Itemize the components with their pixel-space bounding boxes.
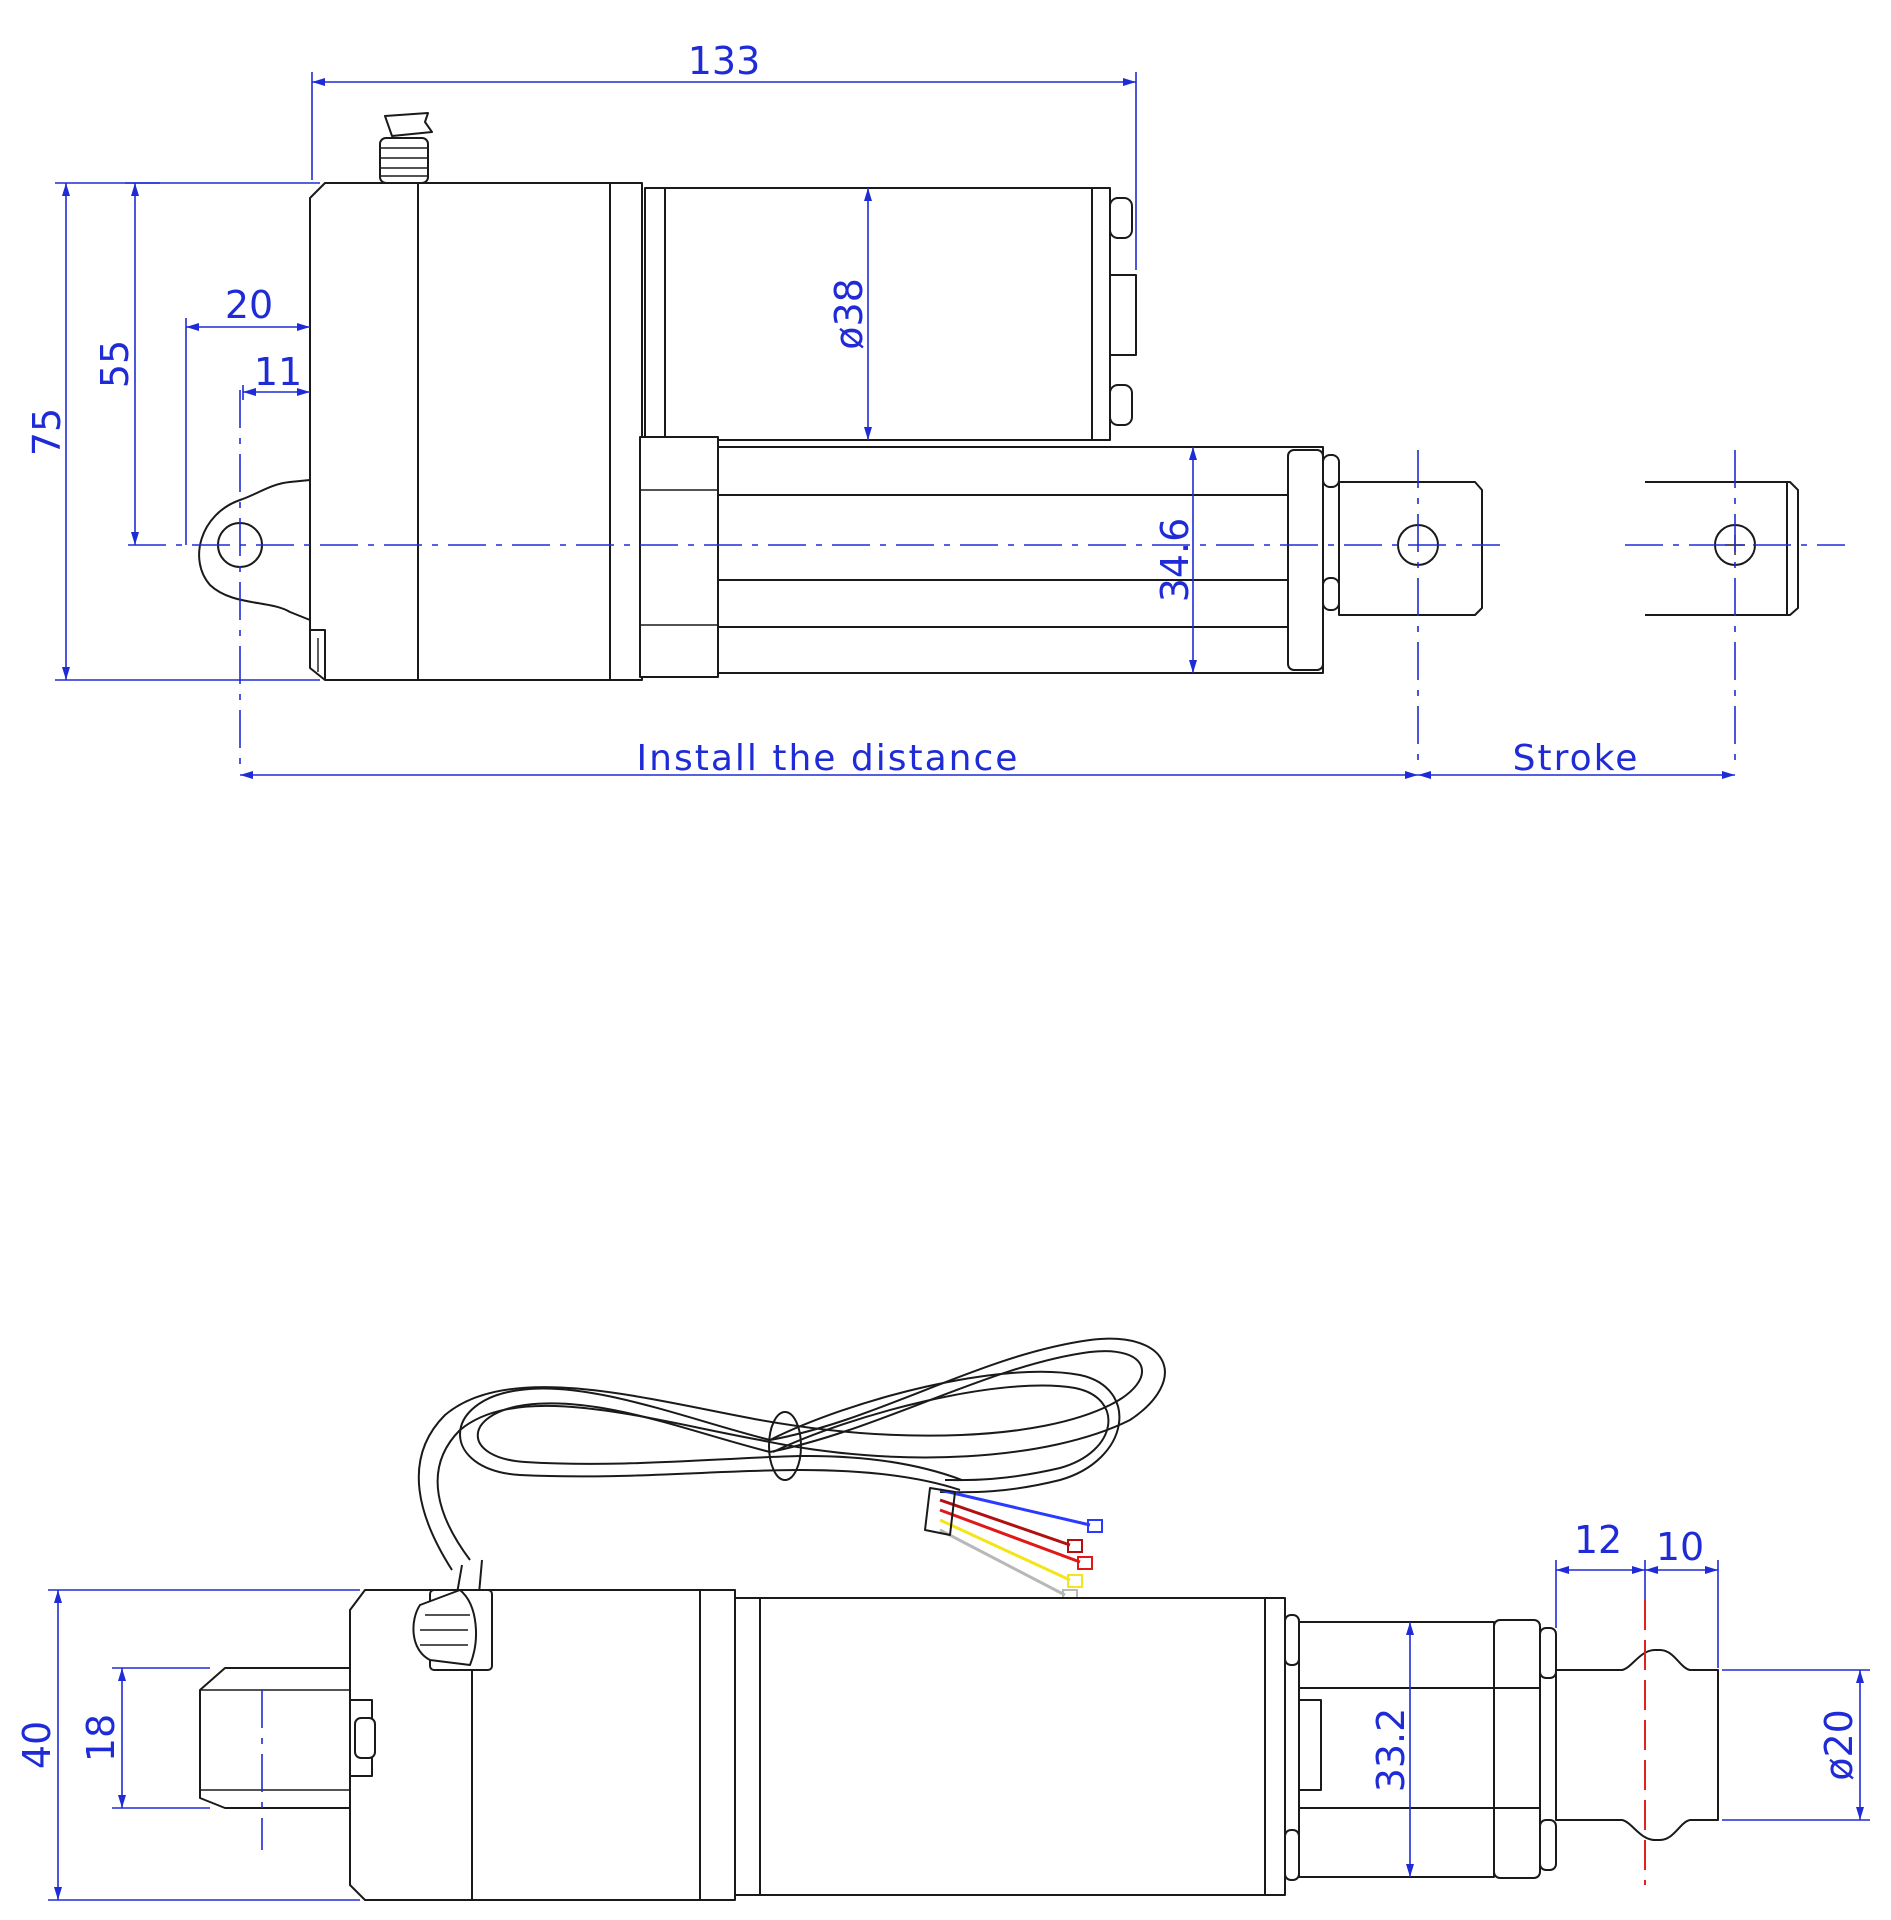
front-adapter-side (639, 436, 719, 678)
dim-install-distance: Install the distance (240, 738, 1418, 779)
rear-clevis-top (199, 1667, 351, 1809)
rod-end-top (1555, 1649, 1719, 1841)
install-distance-label: Install the distance (637, 738, 1020, 779)
dim-d38-label: ø38 (827, 278, 871, 350)
dim-34-6-label: 34.6 (1153, 518, 1197, 603)
dim-18-label: 18 (79, 1714, 123, 1762)
rod-end-extended (1645, 481, 1799, 616)
dim-rear-20: 20 (185, 283, 310, 545)
motor-side (644, 187, 1137, 441)
dim-75-label: 75 (25, 408, 69, 456)
dim-height-total: 75 (25, 182, 320, 681)
rear-clevis-side (198, 479, 311, 621)
tube-side (717, 446, 1340, 674)
cable-gland-side (379, 112, 433, 184)
dim-11-label: 11 (254, 350, 302, 394)
dim-top-18: 18 (79, 1667, 210, 1809)
dim-33-2-label: 33.2 (1369, 1708, 1413, 1793)
dim-40-label: 40 (15, 1721, 59, 1769)
gearbox-housing-top (349, 1589, 736, 1901)
dim-top-12-10: 12 10 (1555, 1518, 1719, 1668)
dim-top-40: 40 (15, 1589, 360, 1901)
dim-rear-11: 11 (242, 350, 310, 400)
dim-height-center: 55 (93, 182, 160, 545)
cable-gland-top (412, 1589, 493, 1671)
dim-133-label: 133 (688, 39, 761, 83)
side-view: 133 75 55 20 11 ø38 (25, 39, 1845, 779)
cable-loops (417, 1337, 1166, 1606)
gearbox-housing-side (309, 182, 643, 681)
top-view: 40 18 33.2 12 10 ø20 (15, 1337, 1870, 1901)
dim-stroke: Stroke (1418, 738, 1735, 779)
dim-d20-label: ø20 (1817, 1709, 1861, 1781)
stroke-label: Stroke (1513, 738, 1640, 779)
motor-top (734, 1597, 1300, 1896)
tube-top (1298, 1619, 1557, 1879)
dim-top-33-2: 33.2 (1369, 1622, 1414, 1877)
dim-12-label: 12 (1574, 1518, 1622, 1562)
dim-55-label: 55 (93, 340, 137, 388)
dim-tube-height: 34.6 (1153, 447, 1197, 673)
dim-overall-length: 133 (311, 39, 1137, 270)
dim-20-label: 20 (225, 283, 273, 327)
wire-bundle (924, 1487, 1103, 1603)
rod-end-retracted (1338, 481, 1483, 616)
dim-10-label: 10 (1656, 1525, 1704, 1569)
dim-motor-diameter: ø38 (827, 188, 872, 440)
dim-top-d20: ø20 (1722, 1669, 1870, 1821)
